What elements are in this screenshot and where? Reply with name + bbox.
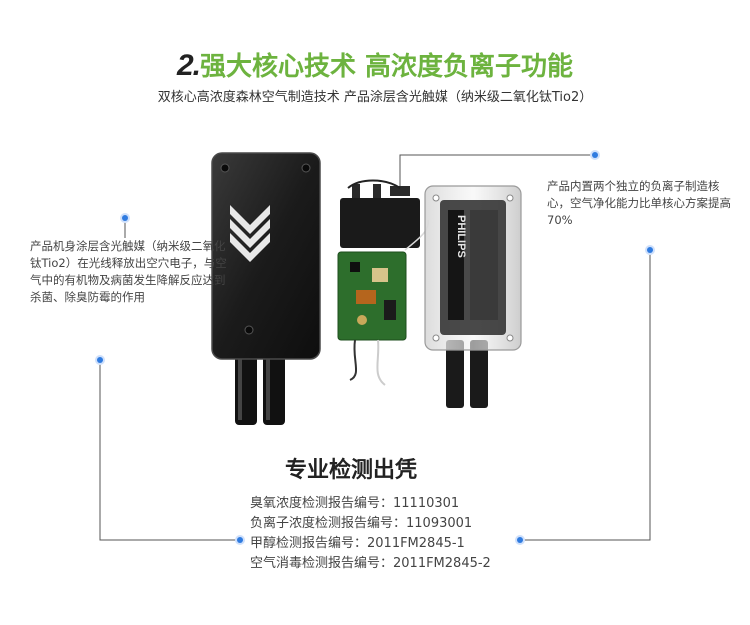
brand-logo: PHILIPS [455,215,467,258]
certification-item: 负离子浓度检测报告编号：11093001 [250,516,473,531]
title-number: 2. [176,49,201,82]
left-description: 产品机身涂层含光触媒（纳米级二氧化钛Tio2）在光线释放出空穴电子，与空气中的有… [30,239,227,304]
certification-item: 空气消毒检测报告编号：2011FM2845-2 [250,556,491,571]
certification-item: 甲醇检测报告编号：2011FM2845-1 [250,536,465,551]
certification-item: 臭氧浓度检测报告编号：11110301 [250,496,460,511]
black-device [211,152,321,425]
page-subtitle: 双核心高浓度森林空气制造技术 产品涂层含光触媒（纳米级二氧化钛Tio2） [157,90,593,105]
certification-title: 专业检测出凭 [285,458,418,483]
right-description: 产品内置两个独立的负离子制造核心，空气净化能力比单核心方案提高70% [547,179,731,227]
left-bottom-connector [99,360,240,541]
top-core-connector [399,154,595,193]
chevron-logo-icon [230,205,270,262]
right-bottom-connector [520,250,651,541]
page-title: 2.强大核心技术 高浓度负离子功能 [0,46,750,83]
transparent-device: PHILIPS [424,185,522,408]
inner-core [337,179,429,386]
title-text: 强大核心技术 高浓度负离子功能 [199,52,574,82]
certification-list: 臭氧浓度检测报告编号：11110301 负离子浓度检测报告编号：11093001… [250,494,491,574]
